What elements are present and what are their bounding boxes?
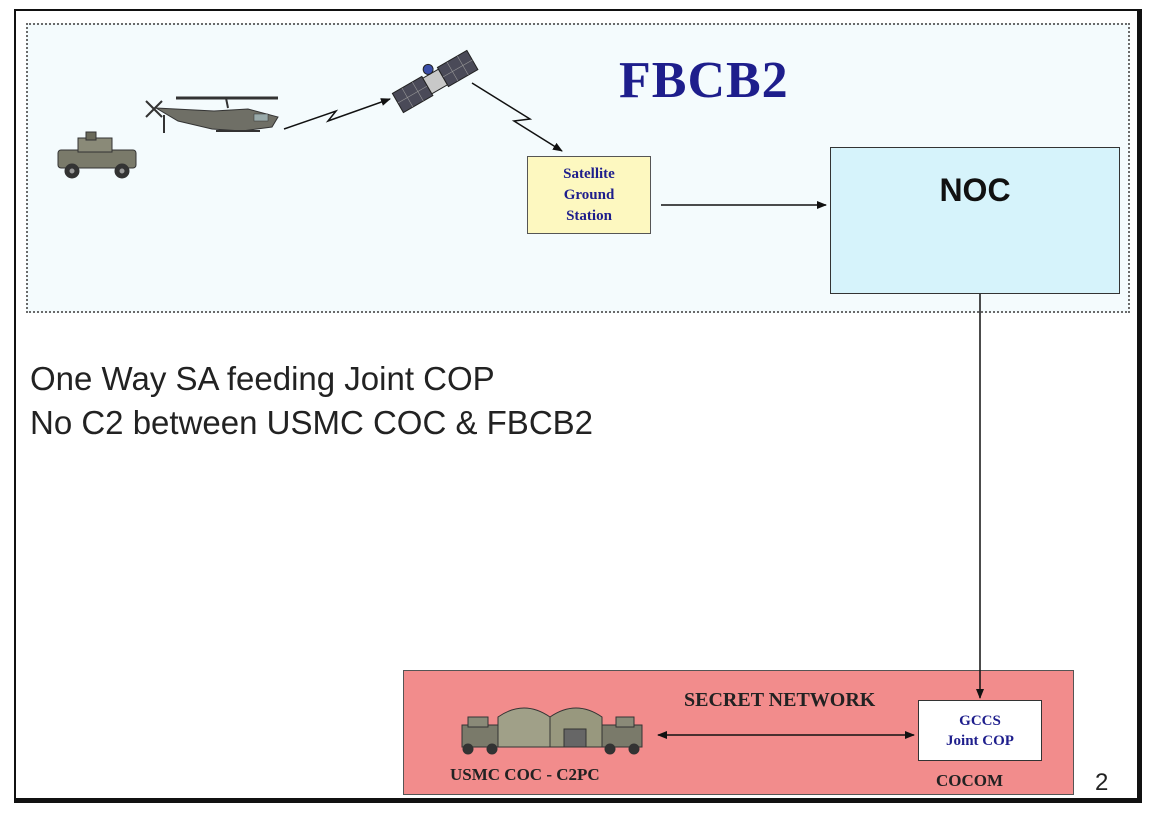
diagram-connectors [16,11,1137,798]
slide-frame: FBCB2 Satellite Ground Station NOC One W… [14,9,1142,803]
uplink-arrow [284,99,390,129]
humvee-icon [58,132,136,178]
coc-vehicles-icon [462,708,642,754]
helicopter-icon [146,98,278,133]
downlink-arrow [472,83,562,151]
satellite-icon [388,44,477,113]
